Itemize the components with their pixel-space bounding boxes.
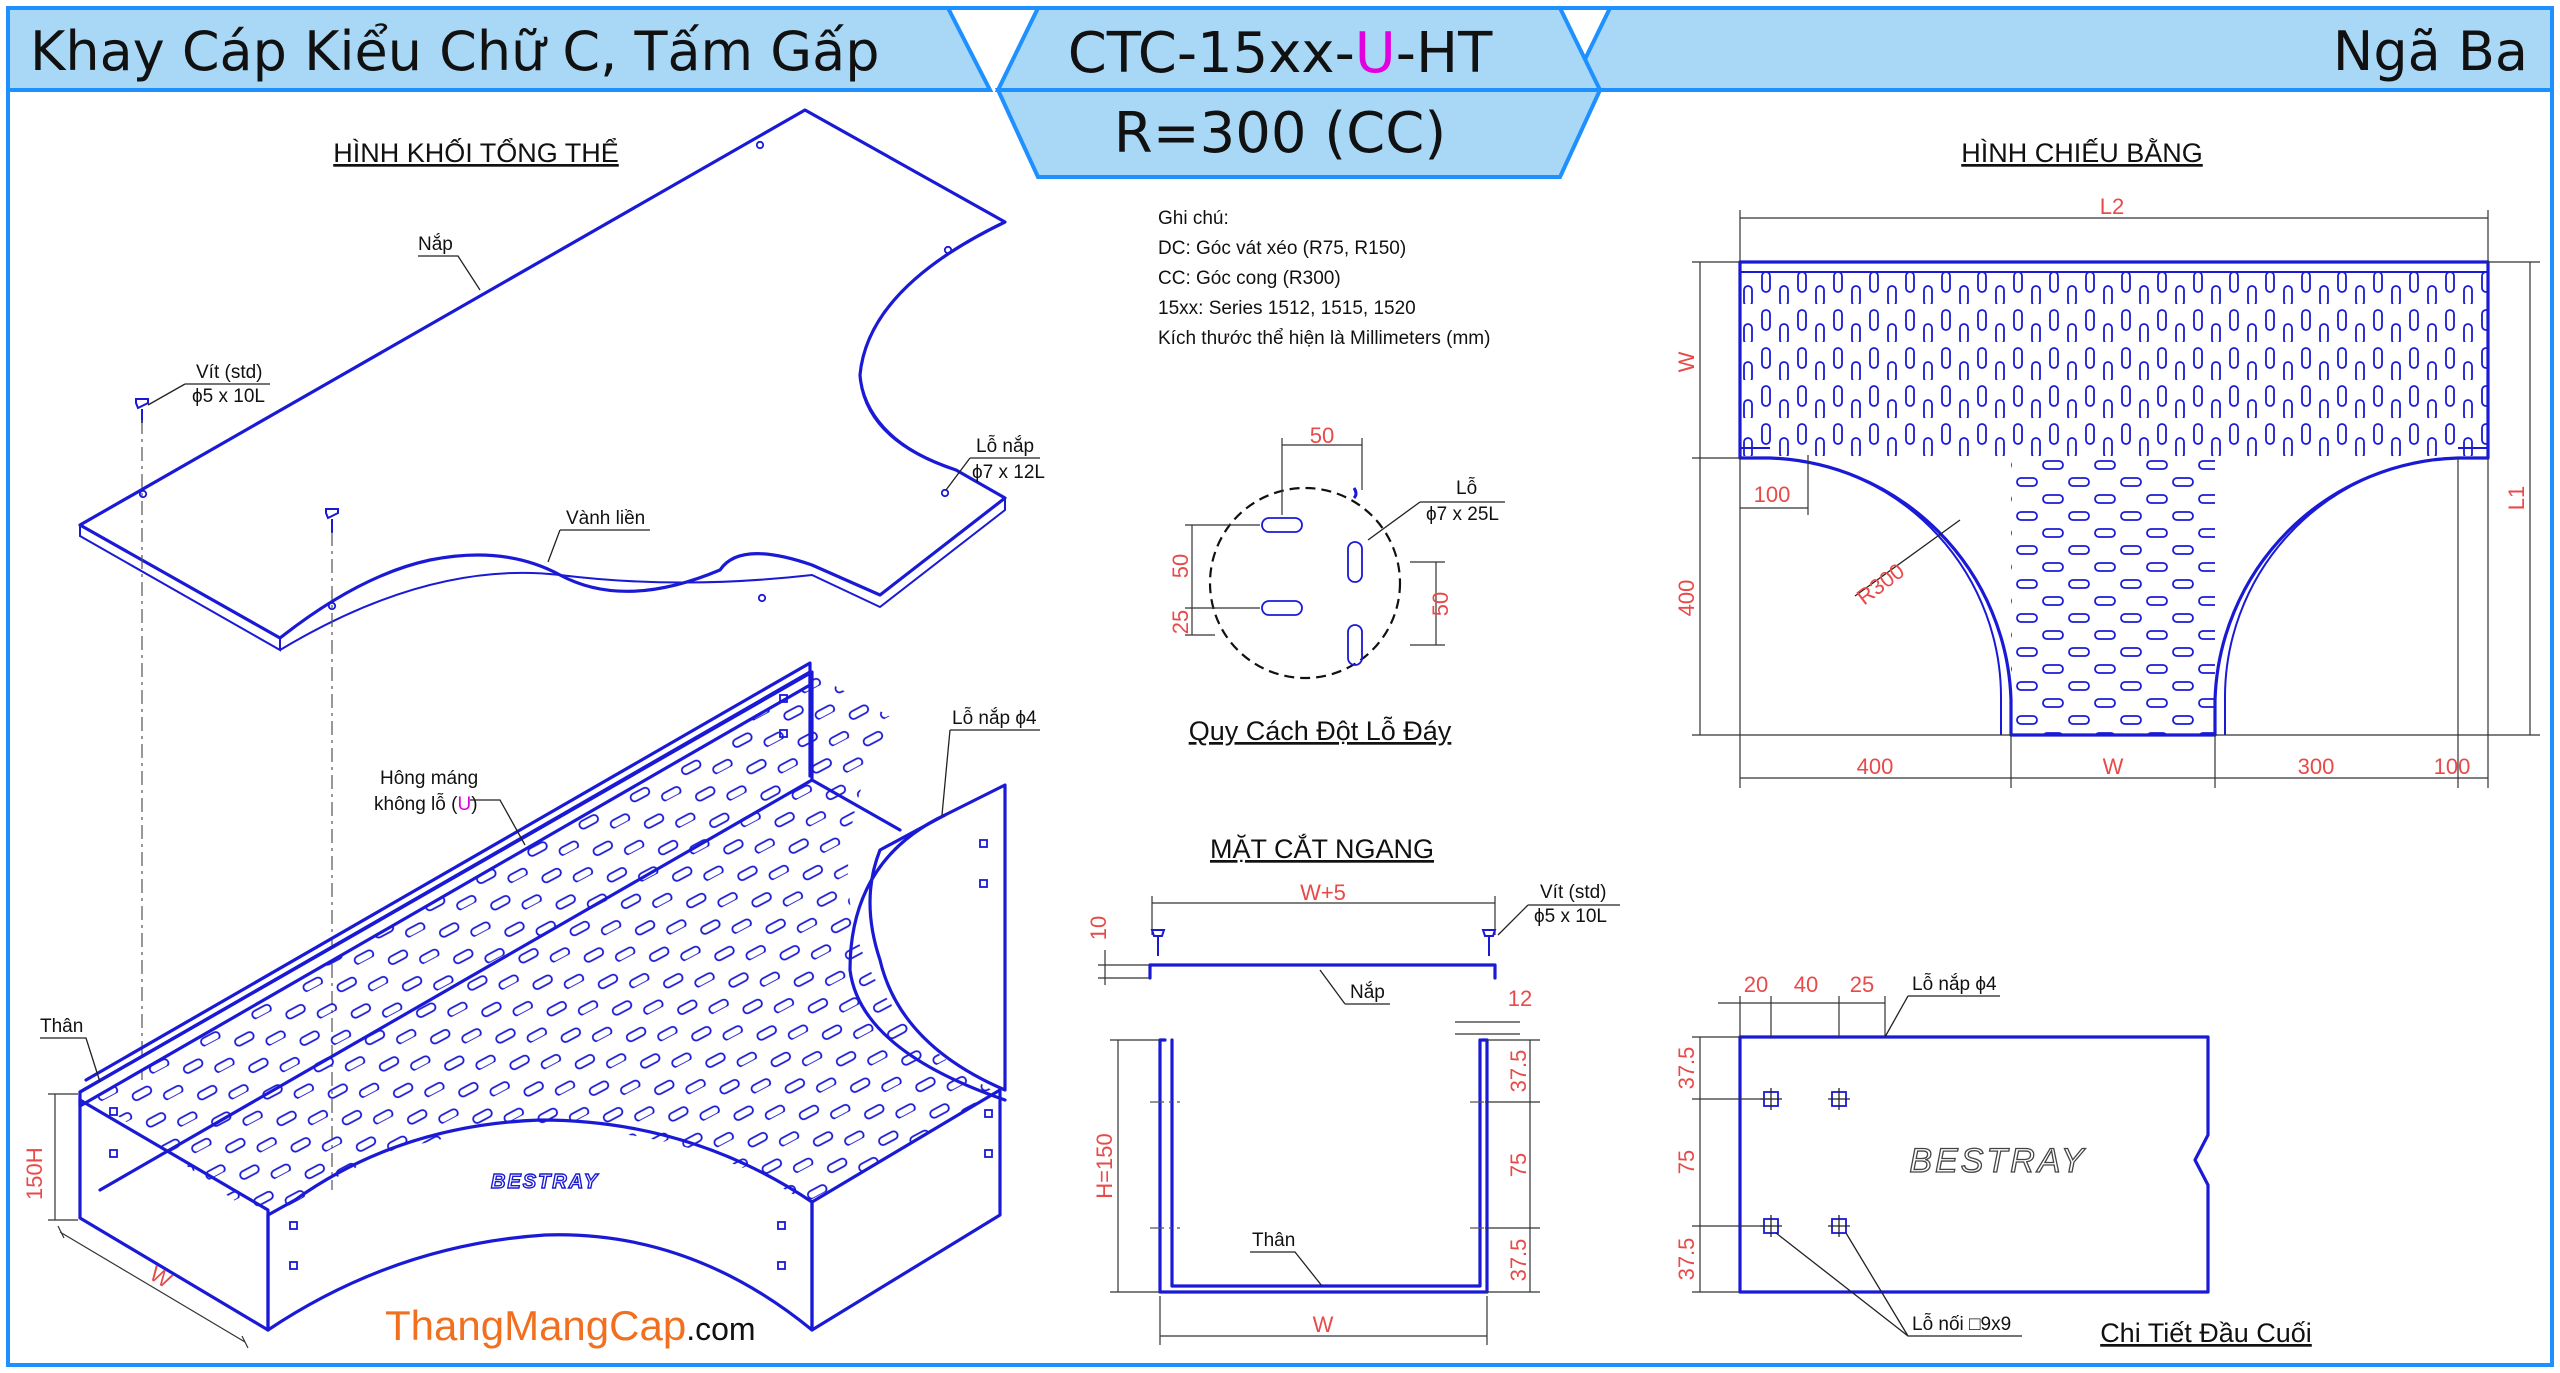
section-screw-icon [1150, 929, 1497, 956]
notes-line-4: Kích thước thể hiện là Millimeters (mm) [1158, 328, 1490, 349]
hole-spec-title: Quy Cách Đột Lỗ Đáy [1189, 715, 1452, 746]
section-dim-b: 75 [1506, 1153, 1531, 1177]
site-name: ThangMangCap.com [385, 1302, 756, 1349]
left-title: Khay Cáp Kiểu Chữ C, Tấm Gấp [30, 20, 880, 83]
plan-bottom-100: 100 [2434, 754, 2471, 779]
body-label: Thân [40, 1016, 83, 1037]
section-lid [1148, 963, 1497, 980]
site-name-main: ThangMangCap [385, 1302, 686, 1349]
section-title: MẶT CẮT NGANG [1210, 833, 1434, 864]
end-detail: BESTRAY 20 40 25 Lỗ nắp ϕ4 37.5 75 37.5 … [1674, 972, 2312, 1348]
code-prefix: CTC-15xx- [1068, 21, 1355, 86]
plan-100-top: 100 [1754, 482, 1791, 507]
section-height: H=150 [1092, 1133, 1117, 1198]
section-width-top: W+5 [1300, 880, 1346, 905]
iso-brand-logo: BESTRAY [491, 1171, 599, 1193]
plan-bottom-W: W [2103, 754, 2124, 779]
product-code: CTC-15xx-U-HT [1068, 21, 1493, 86]
header: Khay Cáp Kiểu Chữ C, Tấm Gấp CTC-15xx-U-… [6, 6, 2554, 179]
side-label-suffix: ) [471, 794, 477, 815]
section-dim-c: 37.5 [1506, 1239, 1531, 1282]
hole-dot-icon [1352, 487, 1358, 500]
site-name-suffix: .com [686, 1311, 755, 1347]
hole-spec-circle [1208, 486, 1402, 680]
hole-size: ϕ7 x 25L [1426, 504, 1499, 525]
iso-tray-body [78, 661, 1007, 1332]
right-title: Ngã Ba [2333, 20, 2528, 83]
side-label-mark: U [457, 794, 471, 815]
body-lid-hole-label: Lỗ nắp ϕ4 [952, 707, 1037, 729]
notes: Ghi chú: DC: Góc vát xéo (R75, R150) CC:… [1158, 208, 1490, 349]
hole-label: Lỗ [1456, 477, 1477, 499]
plan-bottom-300: 300 [2298, 754, 2335, 779]
header-left-band [6, 6, 994, 92]
section-view: MẶT CẮT NGANG W+5 10 12 Nắp Vít (std) ϕ5… [1086, 833, 1620, 1345]
header-center-bottom [994, 88, 1604, 179]
hole-spec: 50 50 25 50 Lỗ ϕ7 x 25L Quy Cách Đột Lỗ … [1168, 423, 1505, 746]
section-screw-size: ϕ5 x 10L [1534, 906, 1607, 927]
lid-hole-size: ϕ7 x 12L [972, 462, 1045, 483]
end-detail-title: Chi Tiết Đầu Cuối [2100, 1318, 2312, 1348]
notes-line-2: CC: Góc cong (R300) [1158, 268, 1341, 289]
section-lid-label: Nắp [1350, 981, 1385, 1003]
hole-dim-left-small: 25 [1168, 610, 1193, 634]
end-brand-logo: BESTRAY [1909, 1142, 2086, 1180]
section-dim-a: 37.5 [1506, 1050, 1531, 1093]
plan-title: HÌNH CHIẾU BẰNG [1961, 137, 2203, 168]
hole-dim-right: 50 [1428, 592, 1453, 616]
code-suffix: -HT [1396, 21, 1493, 86]
iso-view: HÌNH KHỐI TỔNG THỂ [22, 108, 1045, 1349]
side-label-2: không lỗ (U) [374, 793, 478, 815]
notes-heading: Ghi chú: [1158, 208, 1229, 229]
end-top-25: 25 [1850, 972, 1874, 997]
section-screw-label: Vít (std) [1540, 882, 1607, 903]
section-gap: 10 [1086, 916, 1111, 940]
end-plate [1738, 1035, 2210, 1294]
iso-lid [78, 108, 1007, 652]
side-label-1: Hông máng [380, 768, 478, 789]
iso-width-dim: W [145, 1261, 176, 1293]
plan-L1: L1 [2504, 486, 2529, 510]
hole-dim-left: 50 [1168, 554, 1193, 578]
section-flange: 12 [1508, 986, 1532, 1011]
end-joint-hole-label: Lỗ nối □9x9 [1912, 1313, 2011, 1335]
code-highlight: U [1355, 21, 1396, 86]
lid-label: Nắp [418, 233, 453, 255]
section-body [1158, 1038, 1489, 1294]
end-left-a: 37.5 [1674, 1047, 1699, 1090]
notes-line-3: 15xx: Series 1512, 1515, 1520 [1158, 298, 1416, 319]
end-top-20: 20 [1744, 972, 1768, 997]
end-top-40: 40 [1794, 972, 1818, 997]
plan-L2: L2 [2100, 194, 2124, 219]
plan-view: HÌNH CHIẾU BẰNG L2 W 400 100 R300 L1 400 [1674, 137, 2540, 788]
plan-bottom-400: 400 [1857, 754, 1894, 779]
hole-dim-top: 50 [1310, 423, 1334, 448]
section-body-label: Thân [1252, 1230, 1295, 1251]
plan-radius: R300 [1852, 558, 1909, 610]
rim-label: Vành liền [566, 508, 645, 529]
screw-label: Vít (std) [196, 362, 263, 383]
iso-height-dim: 150H [22, 1147, 47, 1200]
section-width-bottom: W [1313, 1312, 1334, 1337]
notes-line-1: DC: Góc vát xéo (R75, R150) [1158, 238, 1406, 259]
end-left-c: 37.5 [1674, 1238, 1699, 1281]
plan-400-left: 400 [1674, 580, 1699, 617]
iso-title: HÌNH KHỐI TỔNG THỂ [333, 136, 619, 168]
screw-size: ϕ5 x 10L [192, 386, 265, 407]
side-label-prefix: không lỗ ( [374, 793, 458, 815]
end-lid-hole-label: Lỗ nắp ϕ4 [1912, 973, 1997, 995]
end-left-b: 75 [1674, 1150, 1699, 1174]
lid-hole-label: Lỗ nắp [976, 435, 1034, 457]
radius-spec: R=300 (CC) [1114, 101, 1446, 166]
plan-W-left: W [1674, 351, 1699, 372]
